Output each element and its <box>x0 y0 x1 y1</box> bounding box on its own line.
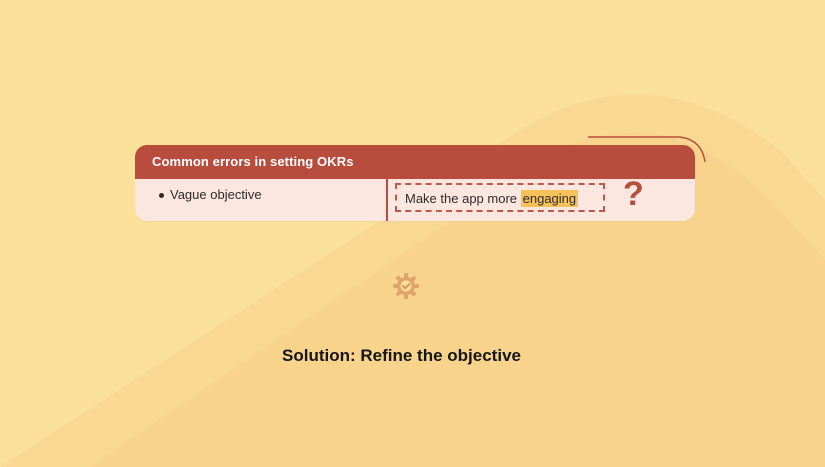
error-item: Vague objective <box>170 187 262 202</box>
column-divider <box>386 145 388 221</box>
example-objective-box: Make the app more engaging <box>395 183 605 212</box>
highlighted-word: engaging <box>520 190 579 207</box>
solution-text: Solution: Refine the objective <box>282 346 521 365</box>
example-objective: Make the app more engaging <box>405 190 579 207</box>
gear-check-icon <box>393 273 419 299</box>
bullet-icon <box>159 193 164 198</box>
question-mark-icon: ? <box>623 175 644 213</box>
table-title: Common errors in setting OKRs <box>152 154 354 169</box>
example-prefix: Make the app more <box>405 191 521 206</box>
okr-errors-table: Common errors in setting OKRs Vague obje… <box>135 145 695 221</box>
table-header: Common errors in setting OKRs <box>135 145 695 179</box>
